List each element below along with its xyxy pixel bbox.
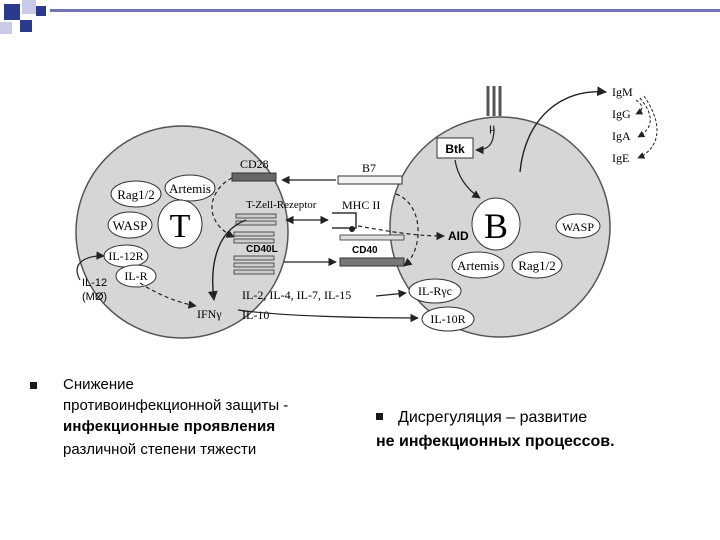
wasp-label-t: WASP <box>113 218 148 233</box>
cd40-bar-2 <box>339 257 405 267</box>
ilr-label: IL-R <box>124 269 147 283</box>
isotype-igg: IgG <box>612 107 631 121</box>
il12-label: IL-12 <box>82 277 107 289</box>
artemis-label-b: Artemis <box>457 258 499 273</box>
b7-bar <box>337 175 403 185</box>
b-feedback-dashed-arrow <box>395 193 419 267</box>
wasp-badge-b <box>555 213 601 239</box>
cd40-bar-1 <box>339 234 405 241</box>
cd40l-bar-5 <box>233 269 275 275</box>
ifng-label: IFNγ <box>197 307 222 321</box>
rag12-badge-t <box>110 180 162 208</box>
cd40l-bar-2 <box>233 238 275 244</box>
il10r-badge <box>421 306 475 332</box>
cd40l-bar-1 <box>233 231 275 237</box>
corner-square-1 <box>4 4 20 20</box>
il-rgc-label: IL-Rγc <box>418 284 452 298</box>
cd28-bar <box>231 172 277 182</box>
il12r-label: IL-12R <box>108 249 143 263</box>
mhc-bracket <box>332 212 357 229</box>
switch-arrow-iga <box>637 97 651 138</box>
b-nucleus <box>471 197 521 251</box>
btk-box <box>436 137 474 159</box>
bullet-right-text: Дисрегуляция – развитие не инфекционных … <box>376 406 706 454</box>
t-letter: T <box>170 208 191 245</box>
bullet-right-line2: не инфекционных процессов. <box>376 433 615 450</box>
rag12-label-b: Rag1/2 <box>518 258 556 273</box>
il12-arrow <box>76 251 105 281</box>
tcr-label: T-Zell-Rezeptor <box>246 199 317 211</box>
btk-label: Btk <box>445 142 465 156</box>
artemis-label-t: Artemis <box>169 181 211 196</box>
t-dashed-arrow <box>211 177 235 238</box>
ils-arrow <box>375 289 407 298</box>
cd40l-bar-3 <box>233 255 275 261</box>
corner-square-4 <box>20 20 32 32</box>
ils-label: IL-2, IL-4, IL-7, IL-15 <box>242 288 351 302</box>
artemis-badge-t <box>164 174 216 202</box>
corner-square-2 <box>22 0 36 14</box>
cd40-label: CD40 <box>352 245 378 256</box>
cd40-dot <box>349 226 355 232</box>
artemis-badge-b <box>451 251 505 279</box>
bullet-left-line1: Снижение <box>63 376 134 393</box>
tcr-bar-2 <box>235 220 277 226</box>
t-nucleus <box>157 199 203 249</box>
bullet-left-line3: инфекционные проявления <box>63 418 276 435</box>
il10-label: IL-10 <box>242 308 269 322</box>
top-rule <box>50 9 720 12</box>
macrophage-label: (MØ) <box>82 291 107 303</box>
il10r-label: IL-10R <box>430 312 465 326</box>
switch-arrow-main <box>519 86 607 173</box>
b-letter: B <box>484 206 508 246</box>
cd28-label: CD28 <box>240 157 269 171</box>
wasp-badge-t <box>107 211 153 239</box>
corner-square-3 <box>0 22 12 34</box>
tcr-to-ifng-arrow <box>207 219 247 301</box>
ifng-arrow <box>139 282 197 309</box>
aid-label: AID <box>448 229 469 243</box>
rag12-label-t: Rag1/2 <box>117 187 155 202</box>
corner-square-5 <box>36 6 46 16</box>
bullet-left-marker <box>30 382 37 389</box>
rag12-badge-b <box>511 251 563 279</box>
bullet-right-line1: Дисрегуляция – развитие <box>398 409 588 426</box>
isotype-ige: IgE <box>612 151 629 165</box>
bullet-right-marker <box>376 413 383 420</box>
isotype-igm: IgM <box>612 85 633 99</box>
mhc-to-aid-arrow <box>357 225 445 241</box>
bcr-to-btk-arrow <box>475 127 495 155</box>
btk-to-b-arrow <box>454 159 481 199</box>
isotype-iga: IgA <box>612 129 631 143</box>
cd40l-bar-4 <box>233 262 275 268</box>
mu-label: μ <box>489 120 495 134</box>
bullet-left-text: Снижение противоинфекционной защиты - ин… <box>63 374 363 460</box>
wasp-label-b: WASP <box>562 220 594 234</box>
cd40l-label: CD40L <box>246 244 278 255</box>
il10-arrow <box>237 309 419 323</box>
switch-arrow-ige <box>637 95 658 159</box>
bullet-left-line4: различной степени тяжести <box>63 441 257 458</box>
bullet-left-line2: противоинфекционной защиты - <box>63 397 289 414</box>
switch-arrow-igg <box>635 99 644 115</box>
b7-label: B7 <box>362 161 376 175</box>
tcr-bar-1 <box>235 213 277 219</box>
mhc-label: MHC II <box>342 198 380 212</box>
il-rgc-badge <box>408 278 462 304</box>
ilr-badge <box>115 264 157 288</box>
